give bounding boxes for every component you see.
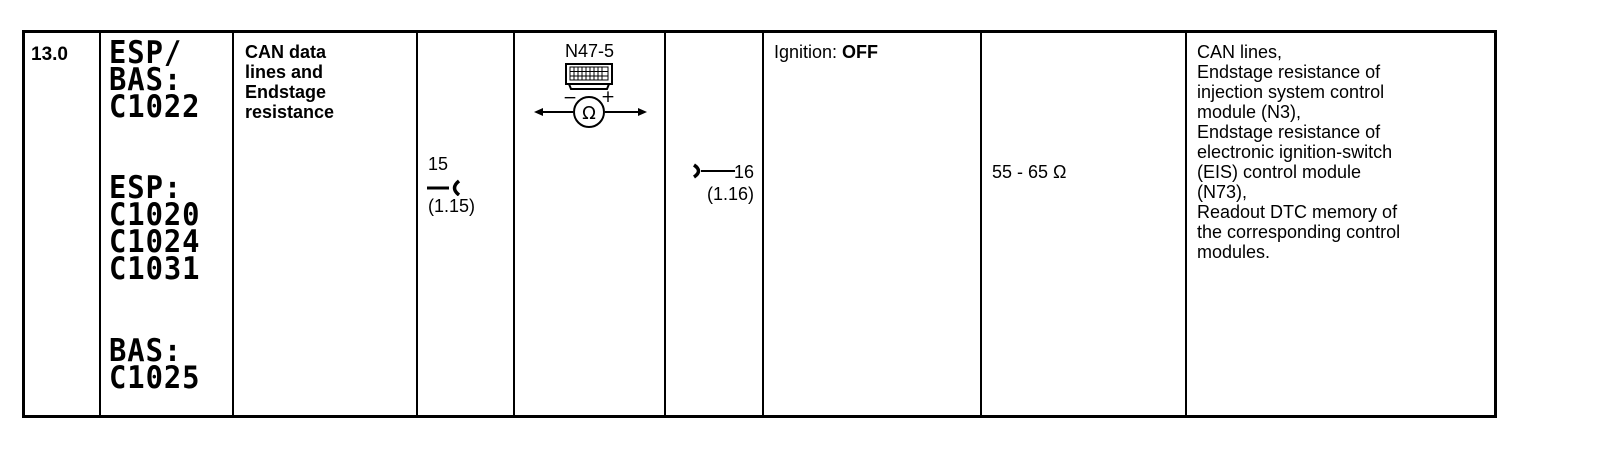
description-line: Endstage (245, 82, 327, 102)
dtc-code: C1025 (109, 360, 201, 396)
condition-value: OFF (842, 42, 879, 62)
remedy-line: CAN lines, (1197, 42, 1283, 62)
remedy-cell: CAN lines, Endstage resistance of inject… (1187, 30, 1494, 416)
remedy-line: the corresponding control (1197, 222, 1401, 242)
pin-right-ref: (1.16) (706, 184, 754, 204)
dtc-group-label: BAS: (109, 62, 183, 98)
remedy-line: module (N3), (1197, 102, 1302, 122)
dtc-group-label: ESP: (109, 170, 183, 206)
dtc-code: C1024 (109, 224, 201, 260)
pin-left-ref: (1.15) (428, 196, 476, 216)
dtc-group-label: ESP/ (109, 35, 183, 71)
step-cell: 13.0 (25, 30, 99, 416)
ohm-symbol: Ω (582, 103, 596, 124)
column-divider (980, 30, 982, 416)
remedy-line: Endstage resistance of (1197, 62, 1381, 82)
dtc-code: C1022 (109, 89, 201, 125)
dtc-group-esp-bas: ESP/ BAS: C1022 (109, 35, 201, 125)
ohmmeter-icon: Ω − + (534, 63, 647, 128)
table-bottom-border (22, 415, 1497, 418)
column-divider (232, 30, 234, 416)
pin-connector-icon (692, 163, 735, 179)
description-line: lines and (245, 62, 324, 82)
column-divider (416, 30, 418, 416)
table-top-border (22, 30, 1497, 33)
step-number: 13.0 (31, 44, 68, 65)
remedy-line: (EIS) control module (1197, 162, 1362, 182)
description-line: CAN data (245, 42, 327, 62)
description-line: resistance (245, 102, 335, 122)
test-description: CAN data lines and Endstage resistance (245, 42, 415, 122)
remedy-line: electronic ignition-switch (1197, 142, 1393, 162)
column-divider (99, 30, 101, 416)
remedy-line: (N73), (1197, 182, 1248, 202)
dtc-code: C1020 (109, 197, 201, 233)
pin-right-number: 16 (733, 162, 754, 182)
column-divider (1185, 30, 1187, 416)
dtc-group-bas: BAS: C1025 (109, 333, 201, 396)
dtc-code: C1031 (109, 251, 201, 287)
description-cell: CAN data lines and Endstage resistance (234, 30, 416, 416)
column-divider (1494, 30, 1497, 416)
dtc-cell: ESP/ BAS: C1022 ESP: C1020 C1024 C1031 B… (101, 30, 232, 416)
test-table-row: 13.0 ESP/ BAS: C1022 ESP: C1020 C1024 C1… (22, 30, 1497, 418)
column-divider (513, 30, 515, 416)
condition-cell: Ignition: OFF (764, 30, 980, 416)
condition-prefix: Ignition: (774, 42, 843, 62)
remedy-line: modules. (1197, 242, 1271, 262)
pin-left-number: 15 (428, 154, 449, 174)
dtc-group-esp: ESP: C1020 C1024 C1031 (109, 170, 201, 287)
component-cell: N47-5 (515, 30, 664, 416)
column-divider (22, 30, 25, 416)
test-condition: Ignition: OFF (774, 42, 878, 63)
pin-left-cell: 15 (1.15) (418, 30, 513, 416)
remedy-text: CAN lines, Endstage resistance of inject… (1197, 42, 1494, 262)
minus-sign: − (563, 88, 577, 108)
remedy-line: Endstage resistance of (1197, 122, 1381, 142)
component-label: N47-5 (564, 41, 615, 61)
socket-connector-icon (427, 179, 461, 196)
column-divider (762, 30, 764, 416)
column-divider (664, 30, 666, 416)
plus-sign: + (601, 87, 615, 107)
dtc-group-label: BAS: (109, 333, 183, 369)
pin-right-cell: 16 (1.16) (666, 30, 762, 416)
nominal-value: 55 - 65 Ω (992, 162, 1067, 182)
nominal-value-cell: 55 - 65 Ω (982, 30, 1185, 416)
remedy-line: injection system control (1197, 82, 1385, 102)
connector-block-icon (565, 63, 613, 90)
remedy-line: Readout DTC memory of (1197, 202, 1398, 222)
